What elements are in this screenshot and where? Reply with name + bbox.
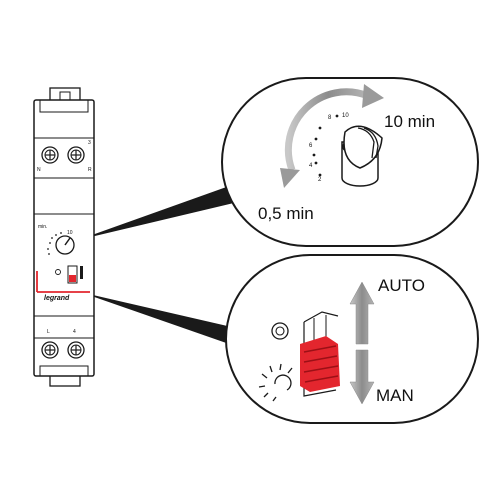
scale-tick-4: 4 xyxy=(309,163,313,169)
terminal-label-4: 4 xyxy=(73,329,76,335)
auto-label: AUTO xyxy=(378,276,425,295)
arrow-head-min xyxy=(280,168,300,188)
up-arrow-icon xyxy=(349,281,375,345)
terminal-label-n: N xyxy=(37,167,41,173)
switch-callout-pointer xyxy=(80,292,236,345)
man-label: MAN xyxy=(376,386,414,405)
dial-max-label: 10 xyxy=(67,230,73,236)
scale-dots xyxy=(312,114,339,177)
auto-circle-icon xyxy=(271,322,289,340)
side-mark: R xyxy=(88,167,92,173)
mode-switch[interactable] xyxy=(300,311,340,397)
switch-callout-bubble xyxy=(225,254,479,424)
manual-sun-icon xyxy=(258,363,293,402)
device-brand: legrand xyxy=(44,295,70,302)
dial-caption: min. xyxy=(38,224,47,230)
terminal-label-l: L xyxy=(47,329,50,335)
scale-tick-2: 2 xyxy=(318,177,322,183)
terminal-screw-4[interactable] xyxy=(67,341,85,359)
terminal-screw-3[interactable] xyxy=(67,146,85,164)
rotate-arrow-icon xyxy=(284,88,370,172)
scale-tick-10: 10 xyxy=(342,113,349,119)
switch-lever[interactable] xyxy=(300,336,340,392)
arrow-head-max xyxy=(362,84,384,108)
timer-device: N 3 R min. 10 legrand L 4 xyxy=(33,87,95,387)
dial-scale-dots xyxy=(47,232,62,255)
terminal-screw-n[interactable] xyxy=(41,146,59,164)
min-time-label: 0,5 min xyxy=(258,204,314,223)
max-time-label: 10 min xyxy=(384,112,435,131)
dial-callout-pointer xyxy=(78,185,238,240)
down-arrow-icon xyxy=(349,349,375,405)
dial-knob[interactable] xyxy=(340,125,383,187)
device-switch[interactable] xyxy=(67,265,78,284)
scale-tick-8: 8 xyxy=(328,115,332,121)
terminal-screw-l[interactable] xyxy=(41,341,59,359)
device-auto-symbol xyxy=(55,269,61,275)
terminal-label-3: 3 xyxy=(88,140,91,146)
switch-callout: AUTO MAN xyxy=(225,254,479,424)
dial-callout: 8 10 6 4 2 10 min 0,5 min xyxy=(221,77,479,247)
scale-tick-6: 6 xyxy=(309,143,313,149)
